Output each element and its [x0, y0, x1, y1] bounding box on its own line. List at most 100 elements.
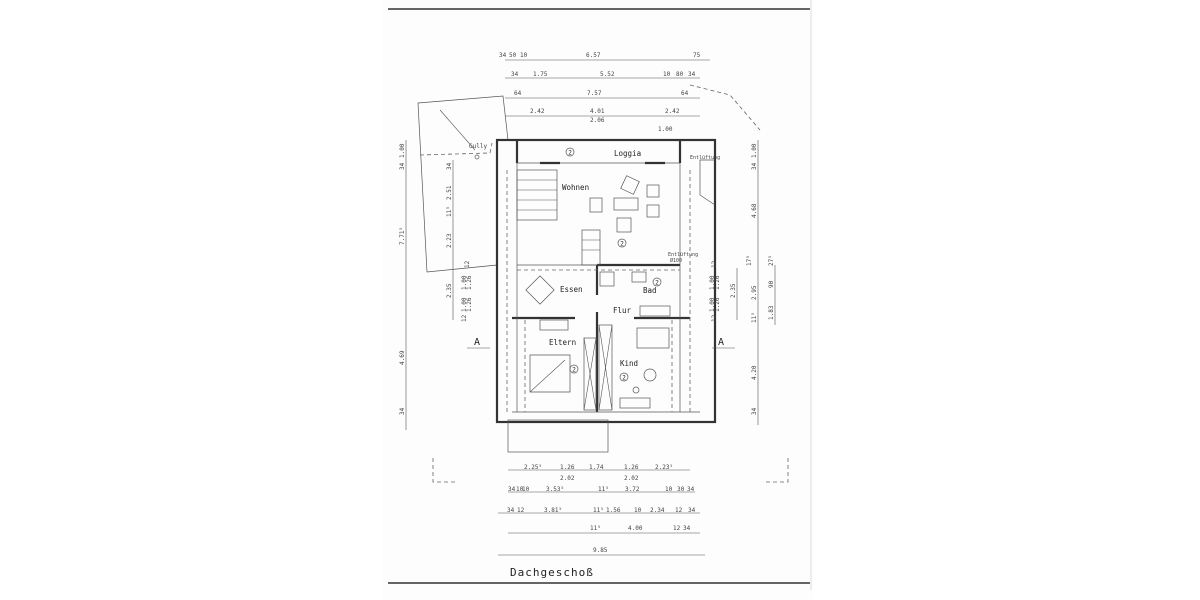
dimension-label-bottom: 2.25⁵ — [524, 464, 542, 471]
dimension-label-top: 5.52 — [600, 71, 615, 78]
dimension-label-bottom: 30 — [677, 486, 685, 493]
plan-title: Dachgeschoß — [510, 566, 594, 579]
dimension-label-left: 12 — [464, 260, 471, 268]
dimension-label-top: 10 — [520, 52, 528, 59]
dimension-label-right: 4.68 — [751, 203, 758, 218]
dimension-label-bottom: 3.81⁵ — [544, 507, 562, 514]
dimension-label-bottom: 10 — [634, 507, 642, 514]
dimension-label-top: 34 — [511, 71, 519, 78]
dimension-label-right: 1.00 — [751, 143, 758, 158]
dimension-label-left: 1.00 — [461, 275, 468, 290]
gully-label: Gully — [469, 143, 487, 150]
dimension-label-left: 7.71⁵ — [399, 227, 406, 245]
room-loggia-marker: 2 — [568, 150, 572, 157]
dimension-label-top: 64 — [681, 90, 689, 97]
dimension-label-left: 1.00 — [399, 143, 406, 158]
dimension-label-bottom: 2.02 — [624, 475, 639, 482]
vent-label-top: Entlüftung — [690, 155, 720, 161]
section-marker-left: A — [474, 337, 480, 348]
room-kind-label: Kind — [620, 359, 638, 368]
dimension-label-bottom: 34 — [508, 486, 516, 493]
dimension-lines — [405, 59, 776, 556]
dimension-label-top: 2.42 — [665, 108, 680, 115]
dimension-label-right: 34 — [751, 407, 758, 415]
room-kind-marker: 2 — [622, 375, 626, 382]
dimension-label-left: 2.35 — [446, 283, 453, 298]
dimension-label-left: 34 — [446, 162, 453, 170]
room-loggia-label: Loggia — [614, 149, 641, 158]
room-bad-label: Bad — [643, 286, 657, 295]
dimension-label-left: 2.51 — [446, 185, 453, 200]
dimension-label-right: 1.00 — [709, 275, 716, 290]
dimension-label-bottom: 1.56 — [606, 507, 621, 514]
dimension-label-top: 34 — [688, 71, 696, 78]
room-marker-circle — [569, 364, 579, 374]
room-bad-marker: 2 — [655, 280, 659, 287]
staircase — [516, 169, 601, 266]
dimension-label-bottom: 12 — [675, 507, 683, 514]
dimension-label-bottom: 34 — [688, 507, 696, 514]
vent-label-mid: Entlüftung — [668, 252, 698, 258]
dimension-label-right: 27⁵ — [768, 255, 775, 266]
dimension-label-bottom: 11⁵ — [598, 486, 609, 493]
drain-slope-line — [439, 109, 476, 151]
dimension-label-bottom: 9.85 — [593, 547, 608, 554]
dimension-label-top: 1.75 — [533, 71, 548, 78]
dimension-label-top: 10 — [663, 71, 671, 78]
dimension-label-bottom: 2.23⁵ — [655, 464, 673, 471]
dimension-label-left: 1.00 — [461, 297, 468, 312]
room-essen-label: Essen — [560, 285, 583, 294]
dimension-label-bottom: 1.74 — [589, 464, 604, 471]
dimension-label-bottom: 1.26 — [560, 464, 575, 471]
furniture — [525, 175, 671, 409]
dimension-label-top: 7.57 — [587, 90, 602, 97]
dimension-label-top: 80 — [676, 71, 684, 78]
dimension-label-bottom: 10 — [522, 486, 530, 493]
dimension-label-right: 1.00 — [709, 297, 716, 312]
dimension-label-right: 11⁵ — [751, 312, 758, 323]
dimension-label-left: 12 — [461, 314, 468, 322]
dimension-label-bottom: 1.26 — [624, 464, 639, 471]
room-flur-label: Flur — [613, 306, 632, 315]
dimension-label-bottom: 34 — [507, 507, 515, 514]
dimension-label-right: 12 — [711, 260, 718, 268]
dimension-label-bottom: 10 — [665, 486, 673, 493]
room-wohnen-label: Wohnen — [562, 183, 589, 192]
dimension-label-right: 4.20 — [751, 365, 758, 380]
dimension-label-bottom: 12 — [673, 525, 681, 532]
dimension-label-bottom: 2.34 — [650, 507, 665, 514]
knee-wall-dashes — [506, 170, 691, 412]
gully-icon — [474, 154, 480, 160]
dimension-label-left: 2.23 — [446, 233, 453, 248]
dimension-label-right: 2.35 — [730, 283, 737, 298]
dimension-label-bottom: 3.53⁵ — [546, 486, 564, 493]
dimension-label-bottom: 3.72 — [625, 486, 640, 493]
roof-outline-right — [689, 84, 761, 131]
dimension-label-right: 34 — [751, 162, 758, 170]
dimension-label-right: 90 — [768, 280, 775, 288]
dimension-label-top: 4.01 — [590, 108, 605, 115]
dimension-label-bottom: 10 — [516, 486, 524, 493]
dimension-label-bottom: 34 — [683, 525, 691, 532]
dimension-label-top: 2.42 — [530, 108, 545, 115]
dimension-label-left: 34 — [399, 162, 406, 170]
room-eltern-marker: 2 — [572, 367, 576, 374]
room-marker-circle — [565, 147, 575, 157]
room-eltern-label: Eltern — [549, 338, 576, 347]
dimension-label-right: 1.26 — [714, 297, 721, 312]
dimension-label-bottom: 2.02 — [560, 475, 575, 482]
wardrobe-units — [583, 324, 613, 411]
dimension-label-right: 1.26 — [714, 275, 721, 290]
roof-corner-bl — [432, 458, 455, 483]
dimension-label-right: 17⁵ — [746, 255, 753, 266]
dimension-label-top: 34 — [499, 52, 507, 59]
section-marker-right: A — [718, 337, 724, 348]
dimension-label-left: 34 — [399, 407, 406, 415]
dimension-label-left: 1.26 — [466, 297, 473, 312]
dimension-label-top: 64 — [514, 90, 522, 97]
dimension-label-left: 11⁵ — [446, 206, 453, 217]
room-wohnen-marker: 2 — [620, 241, 624, 248]
building-walls — [495, 138, 717, 453]
